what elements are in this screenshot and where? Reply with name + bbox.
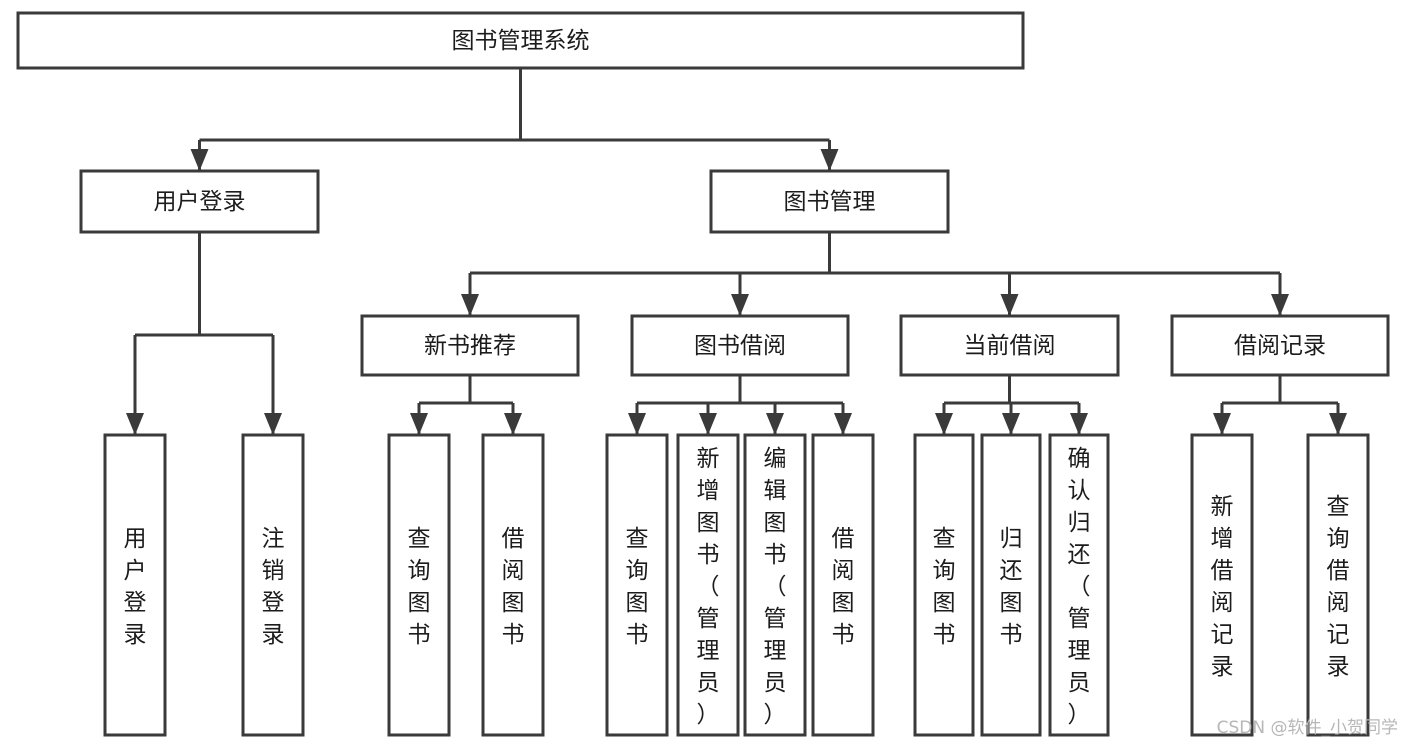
node-box-leaf-return-book bbox=[980, 433, 1042, 737]
arrow-head-icon bbox=[1329, 413, 1347, 435]
node-box-new-book-rec bbox=[360, 314, 580, 377]
node-label-leaf-query-book-3: 查询图书 bbox=[933, 526, 956, 648]
node-label-current-borrow: 当前借阅 bbox=[964, 333, 1056, 359]
node-box-leaf-edit-book bbox=[743, 433, 807, 737]
node-box-leaf-confirm-return bbox=[1048, 433, 1110, 737]
arrow-head-icon bbox=[1002, 413, 1020, 435]
node-box-book-manage bbox=[709, 169, 950, 234]
node-leaf-confirm-return[interactable]: 确认归还（管理员） bbox=[1048, 433, 1110, 737]
node-label-book-manage: 图书管理 bbox=[784, 189, 876, 215]
node-box-leaf-borrow-book-2 bbox=[811, 433, 875, 737]
node-label-root: 图书管理系统 bbox=[452, 28, 590, 54]
connector-layer bbox=[126, 68, 1347, 435]
arrow-head-icon bbox=[264, 413, 282, 435]
node-box-user-login bbox=[79, 169, 320, 234]
arrow-head-icon bbox=[820, 149, 839, 171]
arrow-head-icon bbox=[126, 413, 144, 435]
node-leaf-return-book[interactable]: 归还图书 bbox=[980, 433, 1042, 737]
csdn-watermark: CSDN @软件_小贺同学 bbox=[1217, 718, 1398, 738]
node-label-leaf-query-record: 查询借阅记录 bbox=[1327, 494, 1350, 680]
arrow-head-icon bbox=[190, 149, 209, 171]
node-label-leaf-borrow-book-1: 借阅图书 bbox=[502, 526, 525, 648]
node-label-leaf-edit-book: 编辑图书（管理员） bbox=[764, 446, 787, 728]
node-box-leaf-query-record bbox=[1306, 433, 1370, 737]
arrow-head-icon bbox=[834, 413, 852, 435]
node-box-root bbox=[16, 11, 1025, 70]
arrow-head-icon bbox=[461, 294, 479, 316]
node-box-book-borrow bbox=[630, 314, 850, 377]
arrow-head-icon bbox=[1000, 294, 1019, 316]
node-layer: 图书管理系统用户登录图书管理新书推荐图书借阅当前借阅借阅记录用户登录注销登录查询… bbox=[16, 11, 1390, 737]
node-new-book-rec[interactable]: 新书推荐 bbox=[360, 314, 580, 377]
node-box-leaf-user-logout bbox=[241, 433, 305, 737]
node-book-manage[interactable]: 图书管理 bbox=[709, 169, 950, 234]
node-box-leaf-query-book-1 bbox=[387, 433, 451, 737]
node-label-leaf-confirm-return: 确认归还（管理员） bbox=[1068, 446, 1091, 728]
arrow-head-icon bbox=[766, 413, 784, 435]
node-label-borrow-record: 借阅记录 bbox=[1234, 333, 1326, 359]
node-box-current-borrow bbox=[899, 314, 1120, 377]
node-label-leaf-return-book: 归还图书 bbox=[1000, 526, 1023, 648]
node-book-borrow[interactable]: 图书借阅 bbox=[630, 314, 850, 377]
node-leaf-query-book-2[interactable]: 查询图书 bbox=[605, 433, 669, 737]
node-root[interactable]: 图书管理系统 bbox=[16, 11, 1025, 70]
node-leaf-user-logout[interactable]: 注销登录 bbox=[241, 433, 305, 737]
node-leaf-add-book[interactable]: 新增图书（管理员） bbox=[676, 433, 740, 737]
node-label-book-borrow: 图书借阅 bbox=[694, 333, 786, 359]
node-leaf-borrow-book-2[interactable]: 借阅图书 bbox=[811, 433, 875, 737]
node-label-new-book-rec: 新书推荐 bbox=[424, 333, 516, 359]
arrow-head-icon bbox=[731, 294, 749, 316]
node-label-leaf-add-record: 新增借阅记录 bbox=[1211, 494, 1234, 680]
arrow-head-icon bbox=[504, 413, 522, 435]
node-leaf-query-record[interactable]: 查询借阅记录 bbox=[1306, 433, 1370, 737]
node-label-leaf-add-book: 新增图书（管理员） bbox=[697, 446, 720, 728]
node-user-login[interactable]: 用户登录 bbox=[79, 169, 320, 234]
node-leaf-edit-book[interactable]: 编辑图书（管理员） bbox=[743, 433, 807, 737]
node-leaf-add-record[interactable]: 新增借阅记录 bbox=[1190, 433, 1254, 737]
node-leaf-user-login[interactable]: 用户登录 bbox=[103, 433, 167, 737]
arrow-head-icon bbox=[410, 413, 428, 435]
arrow-head-icon bbox=[699, 413, 717, 435]
node-borrow-record[interactable]: 借阅记录 bbox=[1170, 314, 1390, 377]
node-leaf-borrow-book-1[interactable]: 借阅图书 bbox=[481, 433, 545, 737]
arrow-head-icon bbox=[1213, 413, 1231, 435]
node-label-leaf-borrow-book-2: 借阅图书 bbox=[832, 526, 855, 648]
node-box-leaf-borrow-book-1 bbox=[481, 433, 545, 737]
node-label-leaf-query-book-2: 查询图书 bbox=[626, 526, 649, 648]
node-label-leaf-user-logout: 注销登录 bbox=[262, 526, 285, 648]
arrow-head-icon bbox=[935, 413, 953, 435]
node-current-borrow[interactable]: 当前借阅 bbox=[899, 314, 1120, 377]
arrow-head-icon bbox=[628, 413, 646, 435]
node-box-leaf-add-record bbox=[1190, 433, 1254, 737]
node-box-borrow-record bbox=[1170, 314, 1390, 377]
node-box-leaf-add-book bbox=[676, 433, 740, 737]
node-box-leaf-query-book-2 bbox=[605, 433, 669, 737]
node-leaf-query-book-3[interactable]: 查询图书 bbox=[913, 433, 975, 737]
node-box-leaf-query-book-3 bbox=[913, 433, 975, 737]
arrow-head-icon bbox=[1070, 413, 1088, 435]
node-leaf-query-book-1[interactable]: 查询图书 bbox=[387, 433, 451, 737]
arrow-head-icon bbox=[1271, 294, 1289, 316]
node-box-leaf-user-login bbox=[103, 433, 167, 737]
node-label-leaf-query-book-1: 查询图书 bbox=[408, 526, 431, 648]
node-label-user-login: 用户登录 bbox=[154, 189, 246, 215]
node-label-leaf-user-login: 用户登录 bbox=[124, 526, 147, 648]
